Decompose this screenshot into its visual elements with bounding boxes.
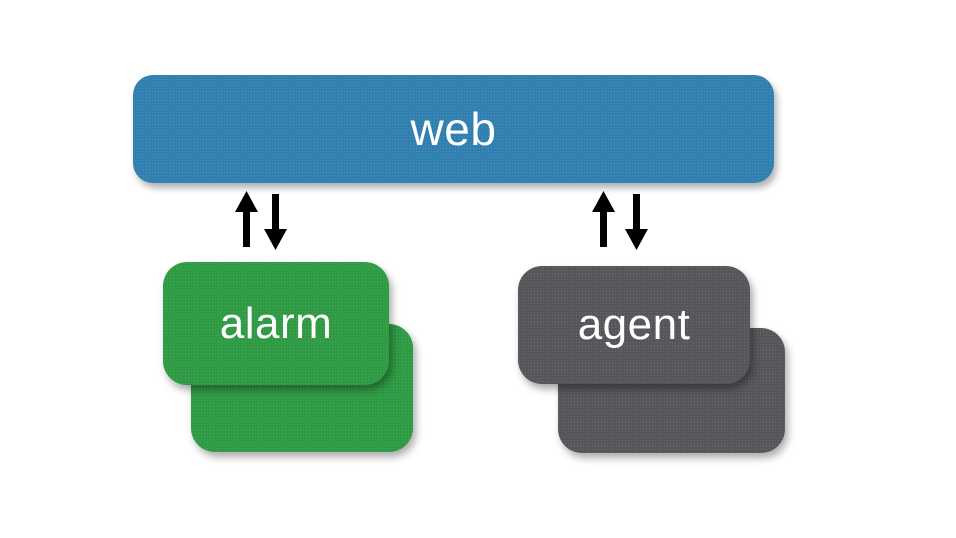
connector-web-agent bbox=[592, 191, 648, 250]
node-web-label: web bbox=[410, 103, 497, 155]
node-group-agent: agent bbox=[518, 266, 788, 458]
arrow-web-to-agent-down bbox=[625, 194, 648, 250]
connector-web-alarm bbox=[235, 191, 287, 250]
node-agent[interactable]: agent bbox=[518, 266, 750, 384]
arrow-agent-to-web-up bbox=[592, 191, 615, 247]
node-group-alarm: alarm bbox=[163, 262, 418, 457]
arrow-alarm-to-web-up bbox=[235, 191, 258, 247]
node-alarm-label: alarm bbox=[219, 298, 333, 348]
node-web[interactable]: web bbox=[133, 75, 774, 183]
node-alarm[interactable]: alarm bbox=[163, 262, 389, 385]
arrow-web-to-alarm-down bbox=[264, 194, 287, 250]
node-agent-label: agent bbox=[577, 300, 691, 349]
